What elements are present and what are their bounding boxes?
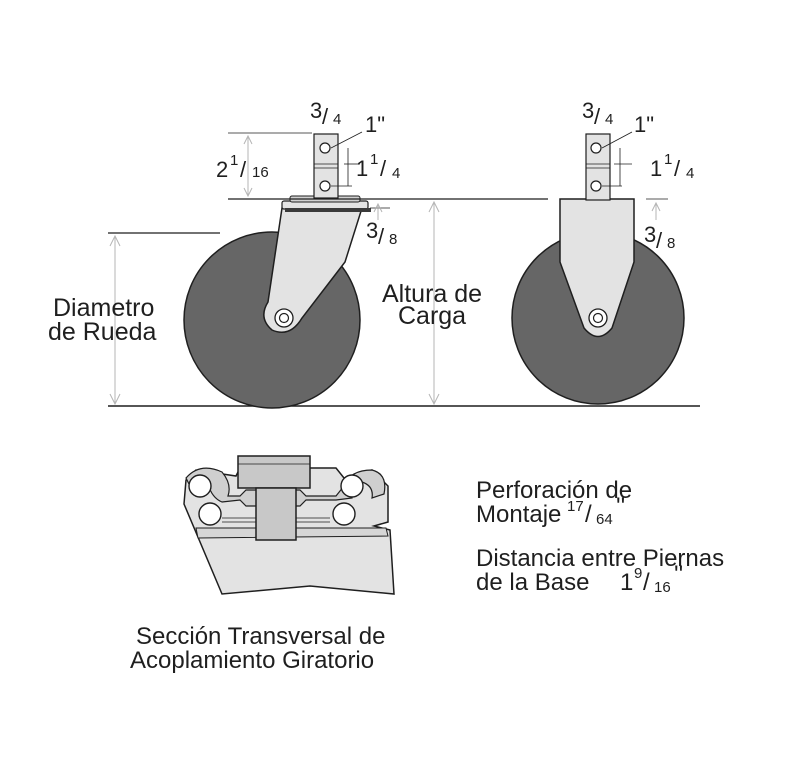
bearing-ball-upper-left: [188, 474, 212, 498]
cross-section-caption-1: Sección Transversal de: [136, 623, 385, 650]
svg-text:/: /: [643, 569, 650, 596]
stem-height-num: 1: [230, 152, 238, 169]
svg-text:/: /: [380, 156, 387, 181]
mounting-hole-den: 64: [596, 511, 613, 528]
section-kingpin-head: [237, 455, 311, 489]
plate-thickness-num: 3: [366, 218, 378, 243]
front-stem-offset-whole: 1: [650, 156, 662, 181]
swivel-cross-section: [183, 455, 395, 595]
svg-text:/: /: [656, 228, 663, 253]
load-height-label-1: Altura de: [382, 280, 482, 308]
front-stem-offset-num: 1: [664, 151, 672, 168]
leg-distance-whole: 1: [620, 569, 633, 596]
front-stem-hole-upper: [590, 142, 602, 154]
front-hole-spacing-label: 1": [634, 112, 654, 137]
swivel-caster: [183, 133, 371, 409]
swivel-fork: [263, 207, 364, 333]
front-stem-hole-lower: [590, 180, 602, 192]
plate-thickness-den: 8: [389, 231, 397, 248]
mounting-hole-label-1: Perforación de: [476, 477, 632, 504]
stem-width-num: 3: [310, 98, 322, 123]
section-kingpin-shaft: [255, 487, 297, 541]
hole-spacing-ticks: [330, 131, 633, 187]
front-caster: [511, 133, 685, 405]
leg-distance-num: 9: [634, 565, 642, 582]
stem-offset-num: 1: [370, 151, 378, 168]
wheel-diameter-arrow: [109, 234, 121, 406]
front-plate-thickness-num: 3: [644, 222, 656, 247]
section-raceway: [185, 467, 386, 507]
leg-distance-label-1: Distancia entre Piernas: [476, 545, 724, 572]
bearing-ball-upper-right: [340, 474, 364, 498]
leg-distance-label-2: de la Base: [476, 569, 589, 596]
front-plate-thickness-den: 8: [667, 235, 675, 252]
svg-text:/: /: [674, 156, 681, 181]
load-height-label-2: Carga: [398, 302, 466, 330]
load-height-arrow: [428, 200, 440, 406]
bearing-ball-lower-right: [332, 502, 356, 526]
svg-text:/: /: [585, 501, 592, 528]
front-stem-width-num: 3: [582, 98, 594, 123]
svg-text:/: /: [594, 104, 601, 129]
hole-spacing-label: 1": [365, 112, 385, 137]
svg-text:/: /: [322, 104, 329, 129]
mounting-hole-num: 17: [567, 498, 584, 515]
stem-height-whole: 2: [216, 157, 228, 182]
bearing-ball-lower-left: [198, 502, 222, 526]
svg-text:/: /: [378, 224, 385, 249]
cross-section-caption-2: Acoplamiento Giratorio: [130, 647, 374, 674]
stem-offset-whole: 1: [356, 156, 368, 181]
front-fork: [559, 198, 635, 338]
leg-distance-den: 16: [654, 579, 671, 596]
wheel-diameter-label-2: de Rueda: [48, 318, 157, 346]
stem-height-den: 16: [252, 164, 269, 181]
leg-distance-unit: '': [674, 561, 683, 588]
wheel-diameter-label-1: Diametro: [53, 294, 154, 322]
front-stem-offset-den: 4: [686, 165, 694, 182]
svg-text:/: /: [240, 157, 247, 182]
stem-offset-den: 4: [392, 165, 400, 182]
stem-hole-lower: [319, 180, 331, 192]
mounting-hole-label-2: Montaje: [476, 501, 561, 528]
swivel-base-band: [285, 208, 371, 212]
front-stem-width-den: 4: [605, 111, 613, 128]
stem-hole-upper: [319, 142, 331, 154]
stem-height-arrow: [243, 134, 253, 198]
plate-thickness-arrows: [370, 198, 668, 220]
mounting-hole-unit: '': [616, 493, 625, 520]
stem-width-den: 4: [333, 111, 341, 128]
